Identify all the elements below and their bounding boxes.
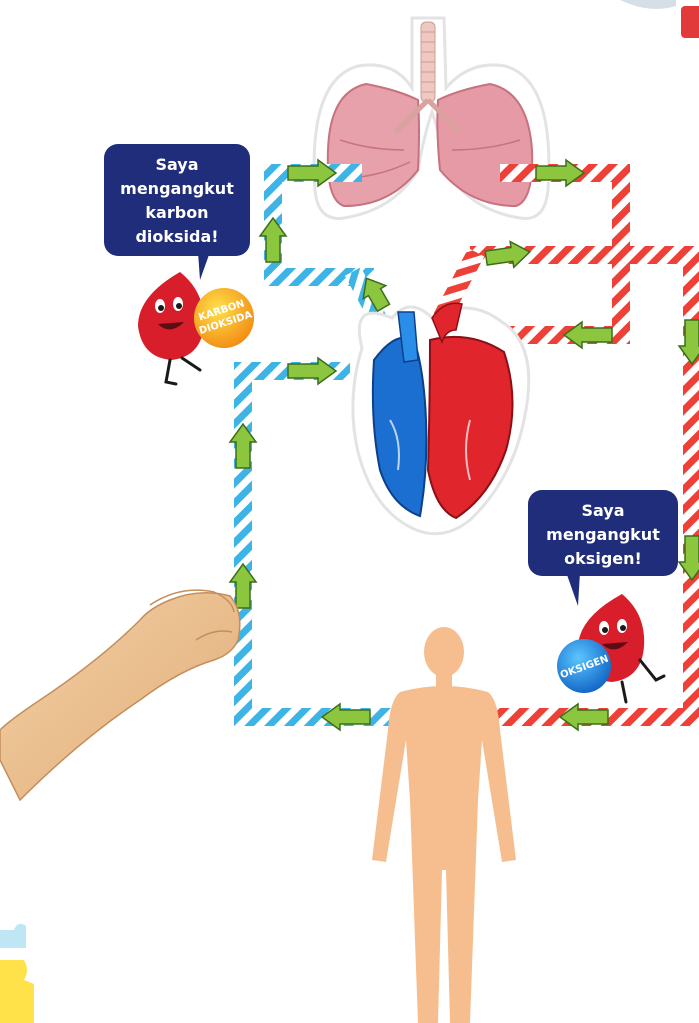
speech-co2-line-2: mengangkut <box>120 179 234 198</box>
heart-left-side <box>428 337 513 518</box>
blood-cell-co2 <box>138 272 204 384</box>
corner-tab <box>681 6 699 38</box>
speech-bubble-o2: Saya mengangkut oksigen! <box>528 490 678 606</box>
lungs <box>314 18 549 218</box>
right-lung <box>437 84 532 206</box>
speech-o2-line-3: oksigen! <box>564 549 642 568</box>
arrow-down-icon <box>679 320 699 364</box>
arrow-up-icon <box>260 218 286 262</box>
speech-o2-line-1: Saya <box>581 501 624 520</box>
heart <box>353 303 529 533</box>
speech-co2-line-1: Saya <box>155 155 198 174</box>
arrow-down-icon <box>679 536 699 580</box>
human-body <box>372 627 516 1023</box>
speech-co2-line-3: karbon <box>145 203 208 222</box>
o2-ball: OKSIGEN <box>557 639 611 693</box>
speech-bubble-co2: Saya mengangkut karbon dioksida! <box>104 144 250 280</box>
corner-shadow <box>620 0 676 9</box>
hand <box>0 590 240 800</box>
arrow-left-icon <box>560 704 608 730</box>
speech-co2-line-4: dioksida! <box>135 227 218 246</box>
co2-ball: KARBON DIOKSIDA <box>194 288 254 348</box>
arrow-left-icon <box>564 322 612 348</box>
arrow-right-icon <box>288 358 336 384</box>
puzzle-pieces <box>0 924 34 1023</box>
arrow-left-icon <box>322 704 370 730</box>
speech-o2-line-2: mengangkut <box>546 525 660 544</box>
arrow-up-icon <box>230 424 256 468</box>
arrow-right-icon <box>484 239 531 271</box>
